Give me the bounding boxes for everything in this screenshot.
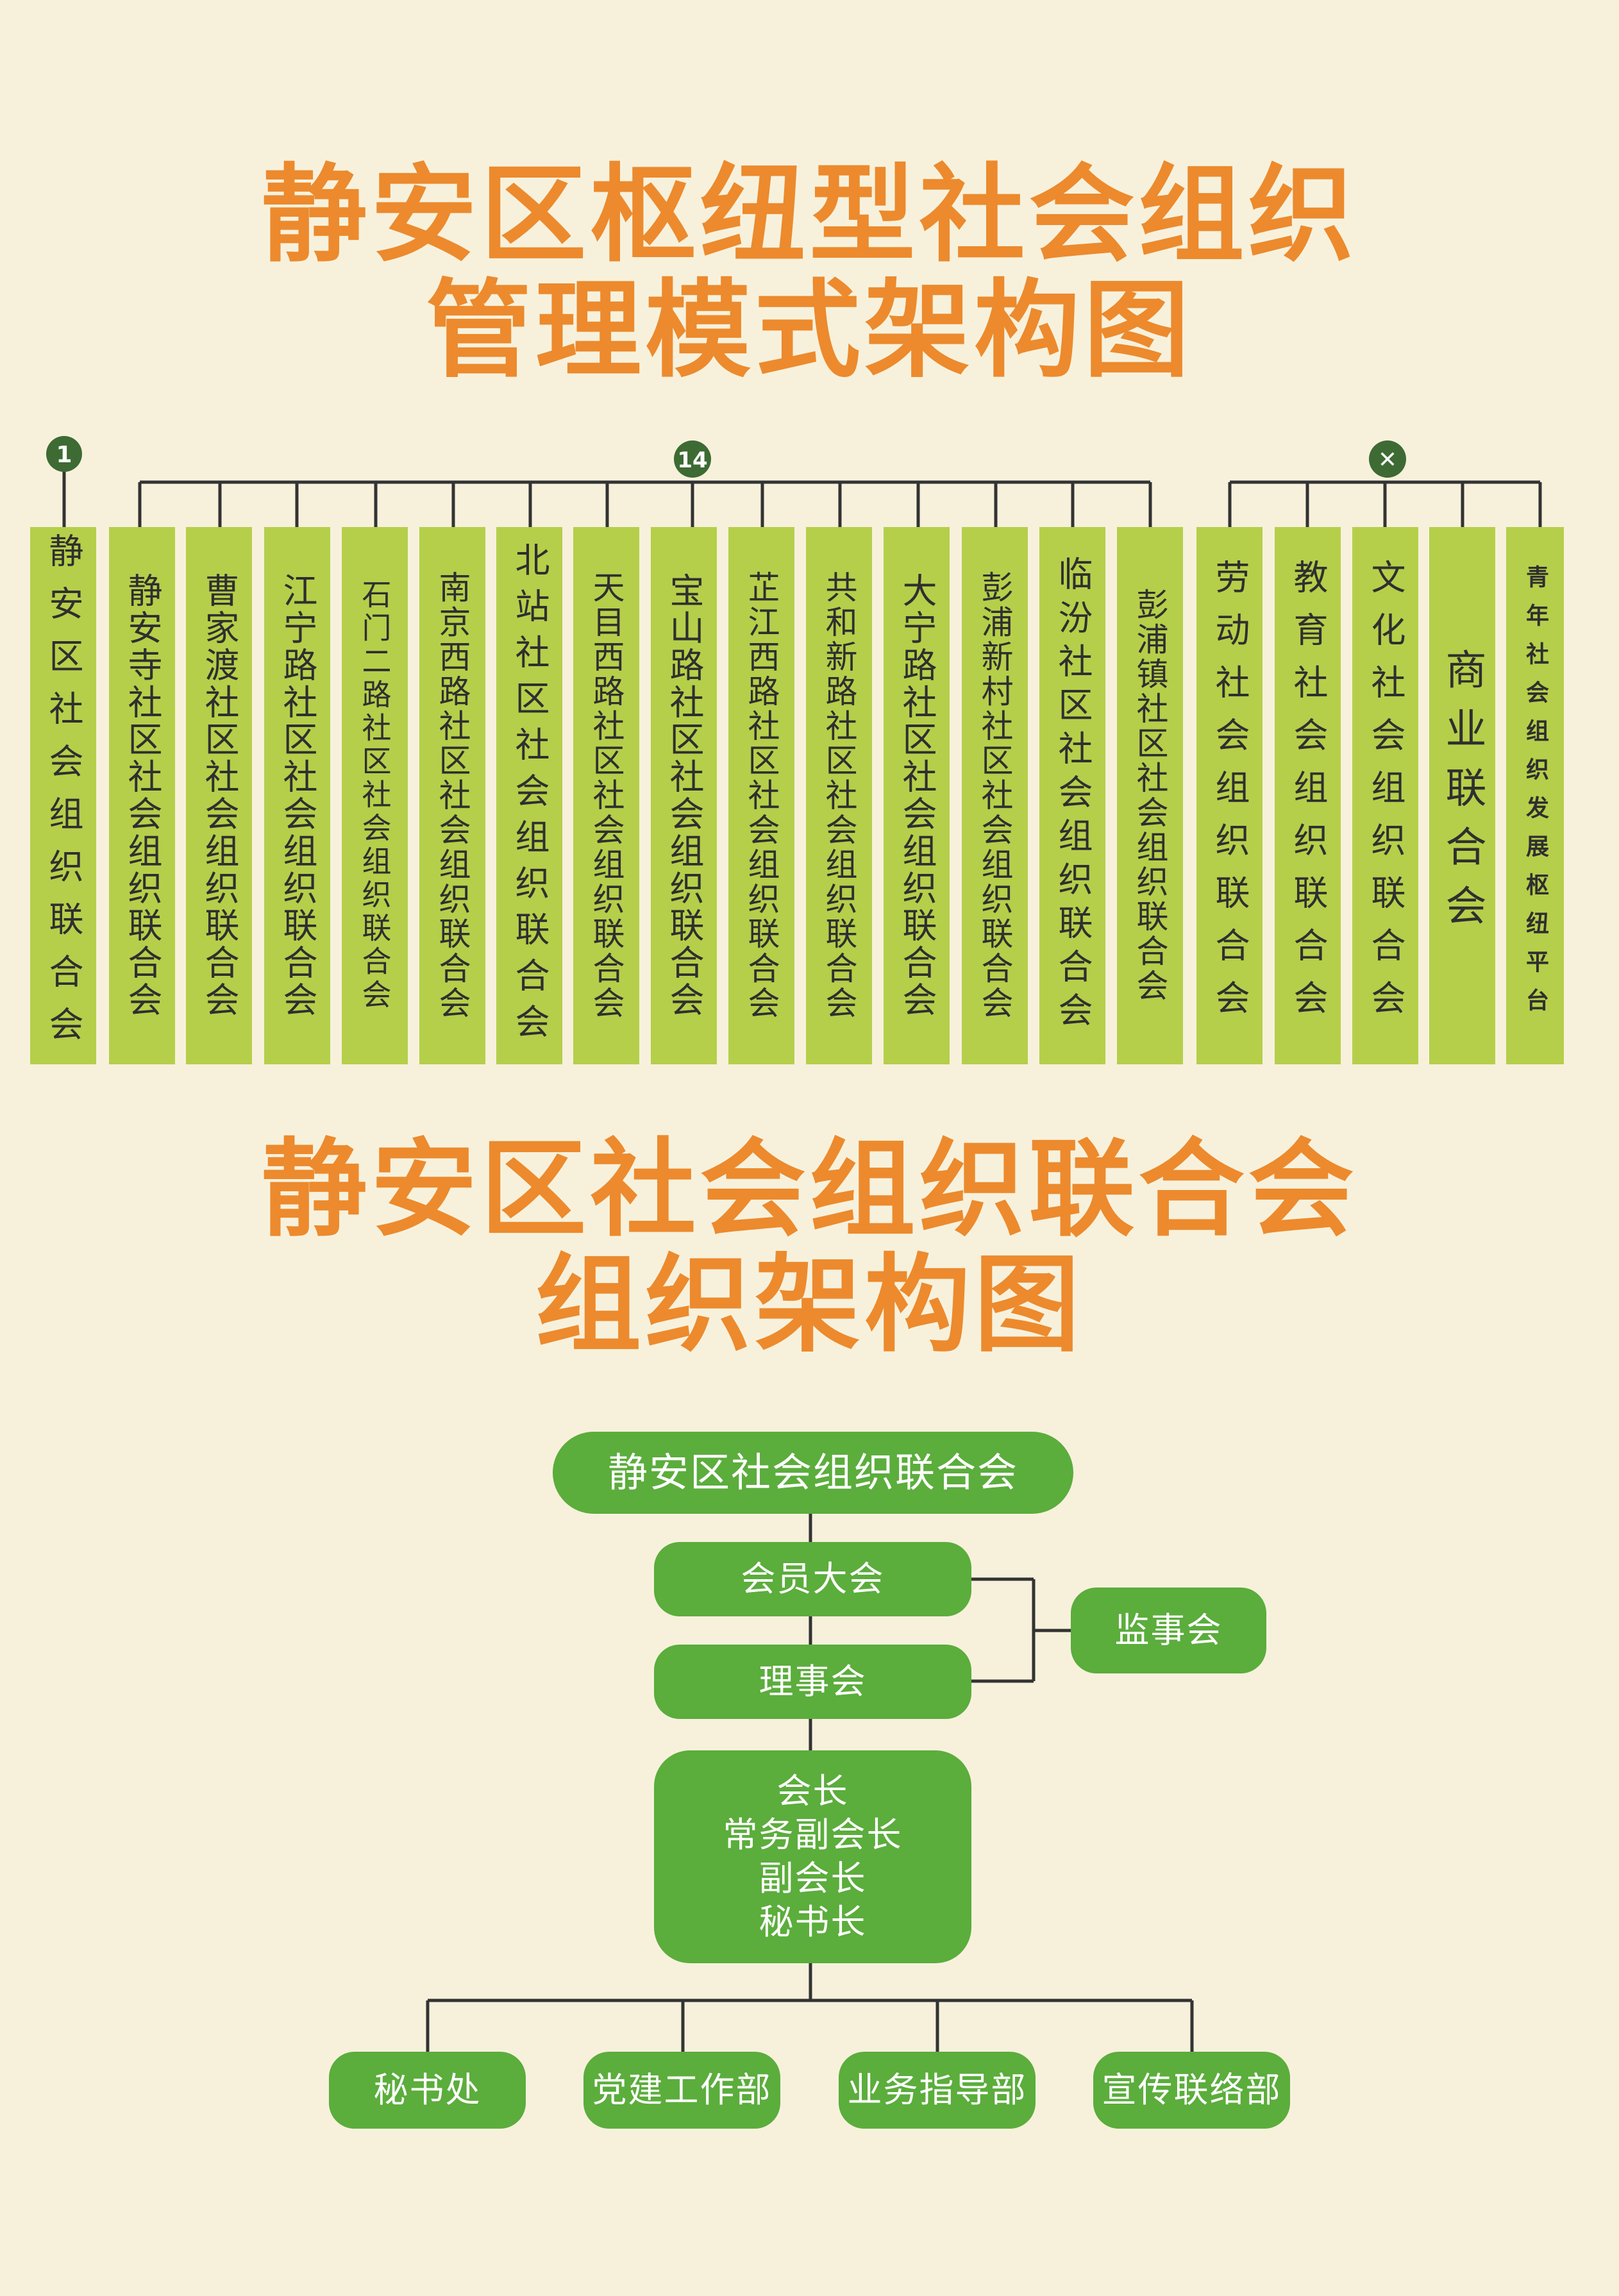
supervisory-box: 监事会 [1071,1588,1266,1673]
column-12: 彭浦新村社区社会组织联合会 [962,527,1028,1064]
column-14: 彭浦镇社区社会组织联合会 [1117,527,1183,1064]
assembly-box: 会员大会 [654,1542,971,1616]
leadership-secretary-general: 秘书长 [759,1902,867,1942]
badge-cross-label: ✕ [1378,447,1397,473]
department-label: 党建工作部 [592,2070,772,2110]
column-label: 石门二路社区社会组织联合会 [357,579,392,1012]
leadership-box: 会长 常务副会长 副会长 秘书长 [654,1750,971,1963]
column-label: 天目西路社区社会组织联合会 [587,571,625,1021]
column-label: 北站社区社会组织联合会 [509,542,549,1050]
column-11: 大宁路社区社会组织联合会 [884,527,950,1064]
badge-one [46,436,82,472]
column-label: 教育社会组织联合会 [1288,559,1328,1032]
column-13: 临汾社区社会组织联合会 [1039,527,1105,1064]
federation-structure-title: 静安区社会组织联合会 组织架构图 [0,1132,1619,1362]
column-label: 芷江西路社区社会组织联合会 [742,571,780,1021]
column-0: 静安区社会组织联合会 [30,527,96,1064]
column-19: 青年社会组织发展枢纽平台 [1506,527,1564,1064]
org-root-box: 静安区社会组织联合会 [553,1432,1073,1514]
hub-model-title-line2: 管理模式架构图 [426,269,1193,392]
column-1: 静安寺社区社会组织联合会 [109,527,175,1064]
column-label: 青年社会组织发展枢纽平台 [1522,565,1548,1026]
column-label: 劳动社会组织联合会 [1209,559,1250,1032]
department-box: 宣传联络部 [1093,2052,1290,2129]
hub-model-title: 静安区枢纽型社会组织 管理模式架构图 [0,157,1619,388]
leadership-president: 会长 [776,1771,849,1811]
column-5: 南京西路社区社会组织联合会 [419,527,485,1064]
department-box: 业务指导部 [839,2052,1036,2129]
column-10: 共和新路社区社会组织联合会 [806,527,872,1064]
column-18: 商业联合会 [1429,527,1495,1064]
column-label: 宝山路社区社会组织联合会 [664,573,704,1019]
column-label: 大宁路社区社会组织联合会 [896,573,937,1019]
department-box: 党建工作部 [583,2052,780,2129]
column-15: 劳动社会组织联合会 [1196,527,1262,1064]
column-label: 南京西路社区社会组织联合会 [433,571,471,1021]
column-16: 教育社会组织联合会 [1275,527,1341,1064]
column-label: 商业联合会 [1438,648,1486,943]
badge-fourteen-label: 14 [677,448,707,473]
column-7: 天目西路社区社会组织联合会 [573,527,639,1064]
column-6: 北站社区社会组织联合会 [496,527,562,1064]
badge-fourteen [674,440,711,478]
department-label: 宣传联络部 [1102,2070,1282,2110]
supervisory-label: 监事会 [1114,1610,1223,1650]
column-17: 文化社会组织联合会 [1352,527,1418,1064]
leadership-vp: 副会长 [759,1858,867,1898]
hub-model-title-line1: 静安区枢纽型社会组织 [261,153,1358,276]
column-3: 江宁路社区社会组织联合会 [264,527,330,1064]
council-box: 理事会 [654,1645,971,1719]
column-label: 江宁路社区社会组织联合会 [277,573,317,1019]
column-label: 静安区社会组织联合会 [43,533,83,1059]
column-8: 宝山路社区社会组织联合会 [651,527,717,1064]
leadership-executive-vp: 常务副会长 [723,1814,903,1855]
column-2: 曹家渡社区社会组织联合会 [186,527,252,1064]
column-label: 彭浦镇社区社会组织联合会 [1131,588,1169,1003]
column-label: 静安寺社区社会组织联合会 [122,573,162,1019]
column-label: 共和新路社区社会组织联合会 [820,571,858,1021]
assembly-label: 会员大会 [741,1559,885,1599]
federation-structure-title-line1: 静安区社会组织联合会 [261,1128,1358,1251]
column-label: 曹家渡社区社会组织联合会 [199,573,239,1019]
department-label: 秘书处 [373,2070,482,2110]
column-9: 芷江西路社区社会组织联合会 [728,527,794,1064]
council-label: 理事会 [759,1661,867,1702]
department-label: 业务指导部 [847,2070,1027,2110]
column-label: 文化社会组织联合会 [1365,559,1405,1032]
federation-structure-title-line2: 组织架构图 [535,1243,1084,1366]
org-root-label: 静安区社会组织联合会 [607,1449,1018,1496]
column-4: 石门二路社区社会组织联合会 [342,527,408,1064]
department-box: 秘书处 [329,2052,526,2129]
column-label: 彭浦新村社区社会组织联合会 [976,571,1014,1021]
badge-cross [1369,440,1406,478]
column-label: 临汾社区社会组织联合会 [1052,556,1093,1035]
badge-one-label: 1 [56,442,72,468]
